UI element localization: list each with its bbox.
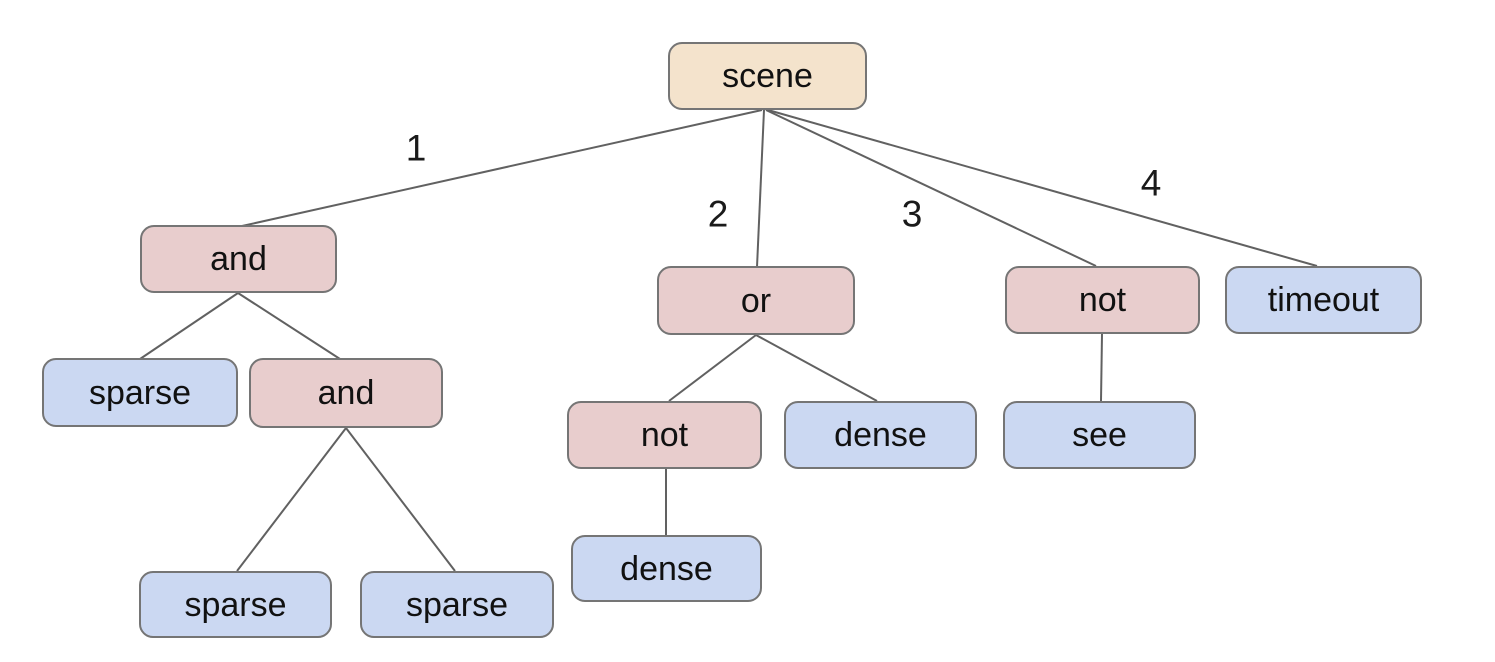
edge-and-sparse — [139, 292, 239, 360]
edge-or-not — [668, 334, 757, 402]
edge-not1-see — [1100, 333, 1103, 402]
node-sparse-3: sparse — [360, 571, 554, 638]
node-scene: scene — [668, 42, 867, 110]
edge-scene-timeout — [767, 109, 1318, 267]
node-and-2: and — [249, 358, 443, 428]
node-sparse-1: sparse — [42, 358, 238, 427]
edge-label-1: 1 — [405, 127, 427, 169]
edge-label-4: 4 — [1140, 162, 1162, 204]
node-and-1: and — [140, 225, 337, 293]
edge-and2-sparse3 — [345, 427, 456, 572]
node-see: see — [1003, 401, 1196, 469]
node-timeout: timeout — [1225, 266, 1422, 334]
edge-scene-or — [756, 109, 765, 268]
node-not-2: not — [567, 401, 762, 469]
edge-scene-and — [241, 109, 763, 227]
node-dense-1: dense — [784, 401, 977, 469]
edge-scene-not — [765, 109, 1097, 267]
node-dense-2: dense — [571, 535, 762, 602]
edge-and2-sparse2 — [236, 427, 347, 572]
node-sparse-2: sparse — [139, 571, 332, 638]
node-or: or — [657, 266, 855, 335]
edge-and-and — [237, 292, 341, 360]
edge-or-dense — [755, 334, 878, 402]
edge-label-2: 2 — [707, 193, 729, 235]
node-not-1: not — [1005, 266, 1200, 334]
edge-label-3: 3 — [901, 193, 923, 235]
